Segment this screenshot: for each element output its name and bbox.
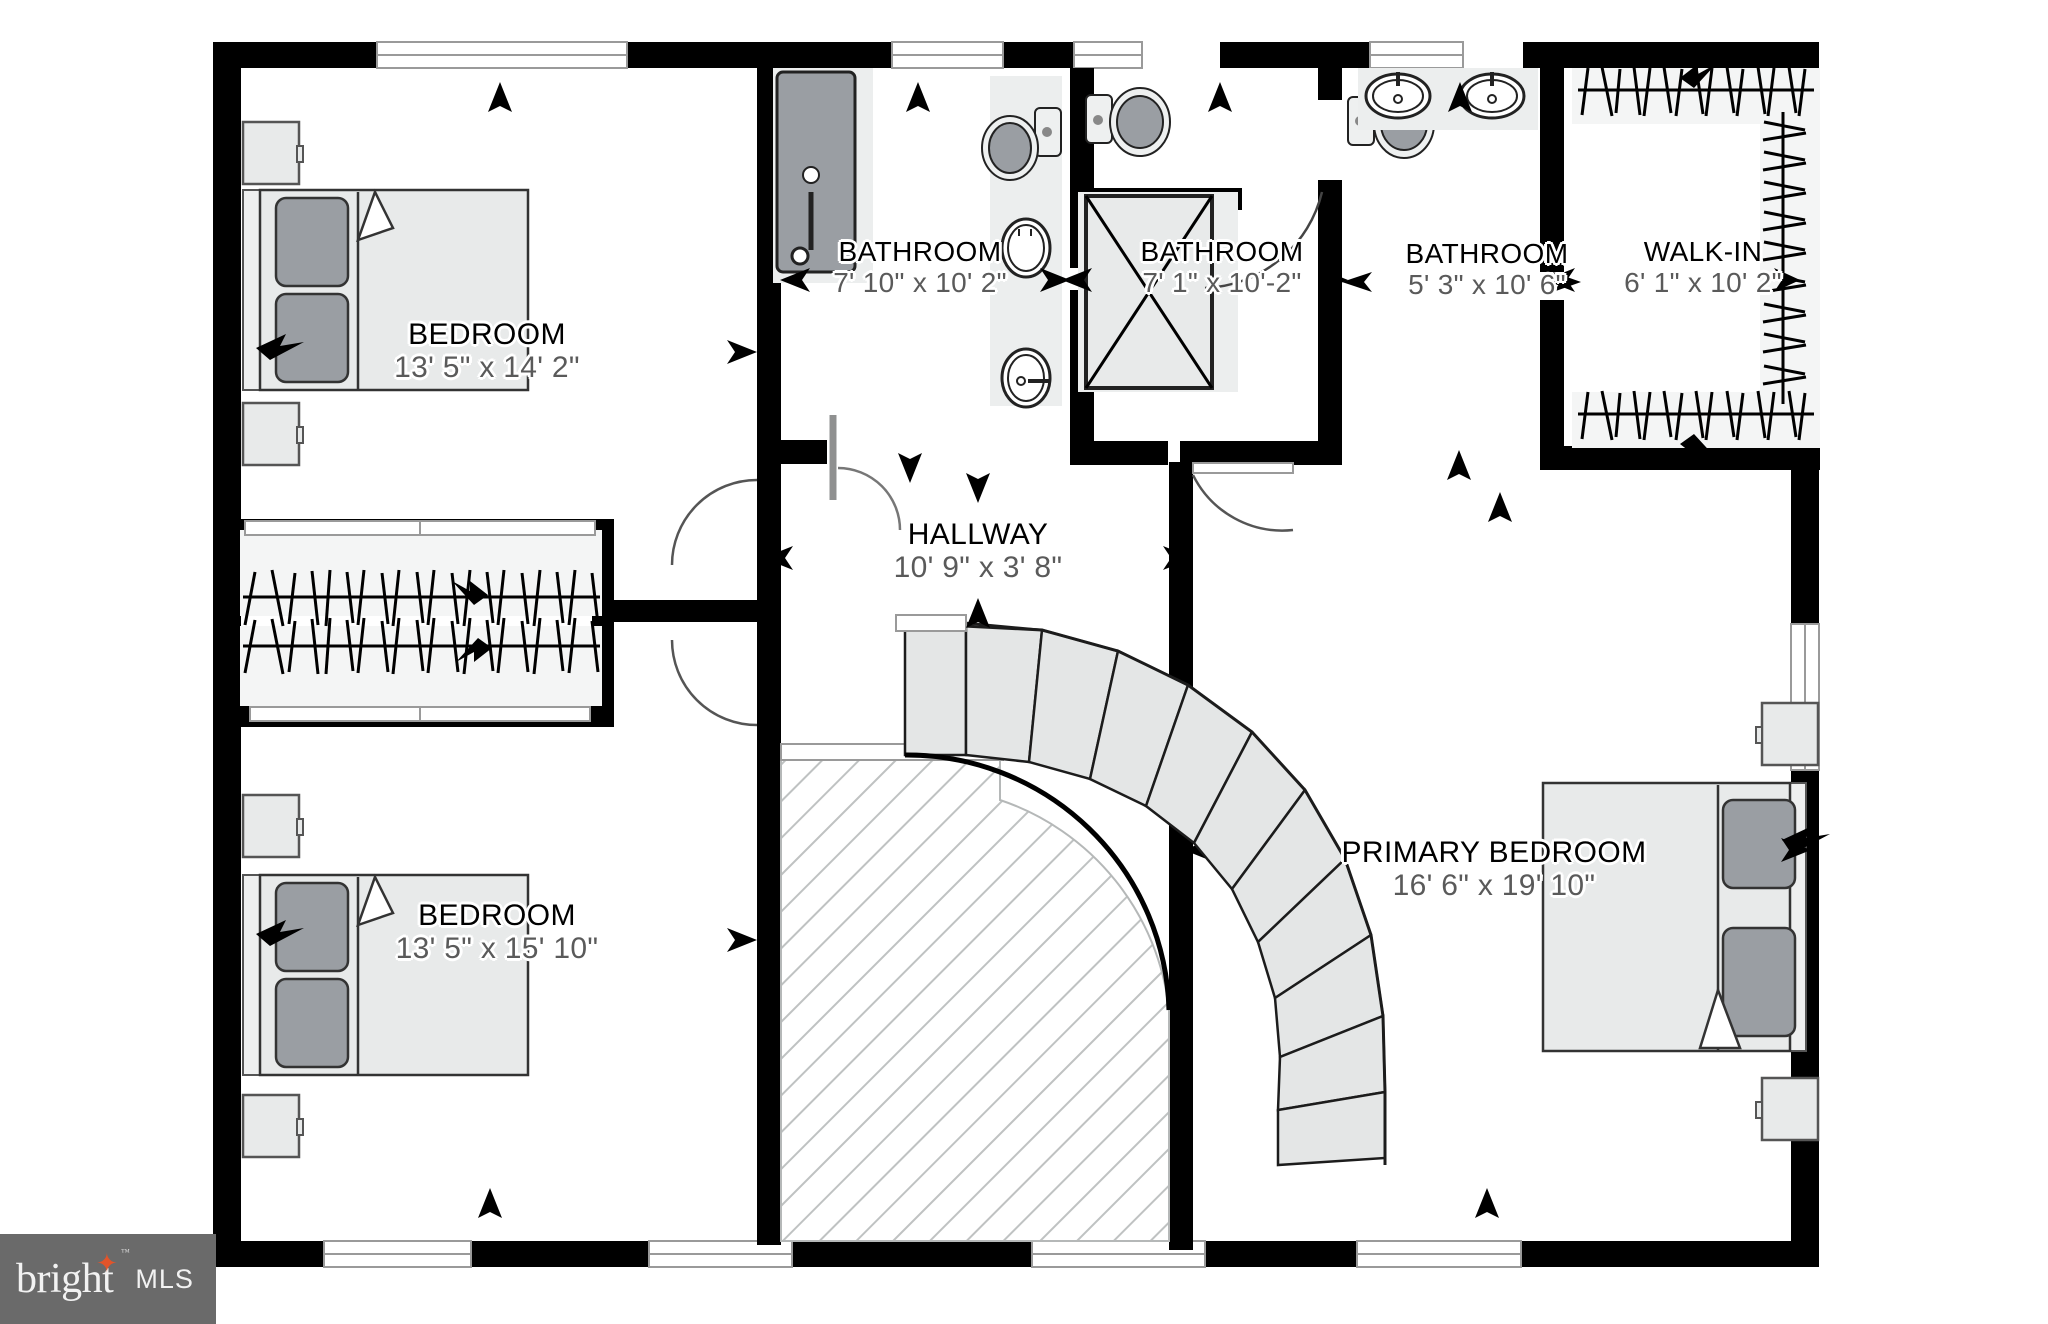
double-vanity — [1358, 68, 1538, 130]
sink-icon — [1364, 72, 1432, 120]
direction-arrow-icon — [1488, 492, 1512, 522]
direction-arrow-icon — [727, 928, 757, 952]
window-icon — [1031, 1240, 1206, 1268]
bedroom-upper-left-furniture — [241, 82, 757, 467]
mls-watermark: bright ✦ ™ MLS — [0, 1234, 216, 1324]
watermark-trademark: ™ — [121, 1247, 130, 1257]
toilet-icon — [1085, 87, 1171, 157]
direction-arrow-icon — [727, 340, 757, 364]
closet-hanging-rod-icon — [1578, 66, 1814, 117]
hall-closet — [240, 520, 602, 722]
direction-arrow-icon — [256, 334, 304, 360]
window-icon — [376, 41, 628, 69]
direction-arrow-icon — [478, 1188, 502, 1218]
curved-staircase-icon — [780, 614, 1387, 1242]
direction-arrow-icon — [1475, 1188, 1499, 1218]
direction-arrow-icon — [1447, 450, 1471, 480]
window-icon — [1369, 41, 1464, 69]
direction-arrow-icon — [488, 82, 512, 112]
closet-door-icon — [249, 706, 591, 722]
closet-hanging-rod-icon — [243, 569, 600, 627]
watermark-brand-text: bright — [16, 1256, 114, 1302]
door-icon — [829, 415, 902, 531]
sink-icon — [1458, 72, 1526, 120]
direction-arrow-icon — [1680, 434, 1716, 458]
bed-icon — [242, 188, 530, 392]
bathroom-one-fixtures — [773, 68, 1062, 531]
closet-hanging-rod-icon — [1578, 390, 1814, 441]
sink-icon — [1000, 217, 1052, 279]
direction-arrow-icon — [1781, 838, 1811, 862]
hallway-doors — [670, 462, 1294, 727]
nightstand-icon — [1755, 1076, 1820, 1142]
window-icon — [323, 1240, 472, 1268]
closet-door-icon — [244, 520, 596, 536]
window-icon — [648, 1240, 793, 1268]
bathtub-icon — [775, 70, 857, 274]
door-icon — [670, 478, 758, 566]
walk-in-closet-shelving — [1572, 64, 1820, 458]
nightstand-icon — [241, 120, 304, 186]
direction-arrow-icon — [456, 638, 492, 662]
shower-stall-icon — [1078, 192, 1238, 392]
bed-icon — [1541, 781, 1807, 1053]
window-icon — [1356, 1240, 1522, 1268]
sink-icon — [1000, 347, 1052, 409]
bedroom-lower-left-furniture — [241, 793, 757, 1218]
toilet-icon — [981, 107, 1062, 181]
door-icon — [670, 639, 758, 727]
nightstand-icon — [241, 401, 304, 467]
window-icon — [891, 41, 1004, 69]
nightstand-icon — [241, 1093, 304, 1159]
direction-arrow-group — [763, 82, 1800, 628]
direction-arrow-icon — [1680, 64, 1716, 88]
window-icon — [1073, 41, 1143, 69]
watermark-brand: bright ✦ ™ — [16, 1247, 130, 1303]
nightstand-icon — [241, 793, 304, 859]
bathroom-two-fixtures — [1078, 87, 1238, 392]
door-icon — [1204, 191, 1324, 290]
door-icon — [1191, 462, 1294, 532]
watermark-suffix: MLS — [135, 1263, 194, 1294]
four-point-star-icon: ✦ — [96, 1249, 118, 1278]
nightstand-icon — [1755, 701, 1820, 767]
bed-icon — [242, 873, 530, 1077]
direction-arrow-icon — [452, 581, 488, 605]
closet-hanging-rod-icon — [243, 617, 600, 675]
direction-arrow-icon — [256, 920, 304, 946]
